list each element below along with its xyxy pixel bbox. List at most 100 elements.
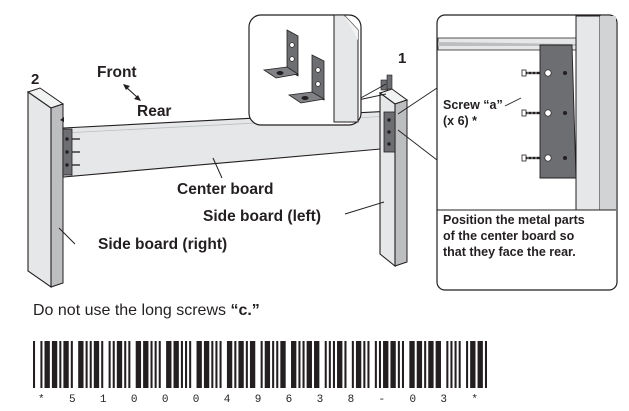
- barcode-bar: [234, 341, 237, 388]
- barcode-bar: [101, 341, 104, 388]
- barcode-bar: [332, 341, 335, 388]
- barcode-bar: [238, 341, 244, 388]
- barcode-bar: [409, 341, 415, 388]
- screw-a-3: [521, 154, 540, 162]
- step-number-2: 2: [31, 71, 39, 88]
- barcode-bar: [203, 341, 210, 388]
- barcode-bar: [302, 341, 305, 388]
- instruction-line-3: that they face the rear.: [443, 245, 576, 259]
- barcode-bar: [458, 341, 461, 388]
- barcode-bar: [128, 341, 131, 388]
- barcode-bar: [401, 341, 404, 388]
- barcode-bar: [435, 341, 441, 388]
- barcode-bar: [298, 341, 301, 388]
- barcode-bar: [143, 341, 149, 388]
- screw-a-1: [521, 69, 540, 77]
- screw-detail-callout: Screw “a” (x 6) * Position the metal par…: [397, 14, 618, 291]
- barcode-bar: [378, 341, 381, 388]
- barcode-bar: [390, 341, 396, 388]
- side-board-right-label: Side board (right): [98, 236, 227, 253]
- bracket-detail-callout: [248, 14, 387, 126]
- barcode-bar: [363, 341, 366, 388]
- barcode-bar: [428, 341, 434, 388]
- barcode-bar: [40, 341, 43, 388]
- left-end-brackets: [60, 117, 80, 176]
- barcode-bar: [93, 341, 100, 388]
- long-screw-warning: Do not use the long screws “c.”: [33, 302, 260, 320]
- barcode-bar: [344, 341, 347, 388]
- barcode-bar: [328, 341, 331, 388]
- barcode-bar: [44, 341, 50, 388]
- barcode-bar: [424, 341, 427, 388]
- barcode-bar: [470, 341, 476, 388]
- screw-a-2: [521, 109, 540, 117]
- barcode-bar: [63, 341, 69, 388]
- barcode-bar: [260, 341, 263, 388]
- rear-label: Rear: [137, 103, 171, 120]
- barcode-bar: [150, 341, 153, 388]
- barcode-bar: [219, 341, 222, 388]
- note-emphasis: “c.”: [230, 302, 260, 319]
- barcode-bar: [173, 341, 179, 388]
- barcode-bar: [211, 341, 214, 388]
- barcode-bar: [85, 341, 88, 388]
- barcode-bar: [185, 341, 188, 388]
- barcode-bar: [272, 341, 275, 388]
- barcode-bar: [324, 341, 327, 388]
- barcode-bar: [154, 341, 157, 388]
- barcode-bar: [249, 341, 256, 388]
- barcode: [33, 341, 487, 388]
- barcode-bar: [355, 341, 362, 388]
- instruction-line-1: Position the metal parts: [443, 213, 585, 227]
- barcode-bar: [276, 341, 279, 388]
- barcode-bar: [33, 341, 36, 388]
- barcode-bar: [89, 341, 92, 388]
- barcode-bar: [450, 341, 453, 388]
- barcode-bar: [314, 341, 320, 388]
- barcode-bar: [70, 341, 73, 388]
- barcode-bar: [367, 341, 370, 388]
- barcode-bar: [215, 341, 218, 388]
- barcode-bar: [158, 341, 161, 388]
- center-board-label: Center board: [177, 181, 273, 198]
- instruction-line-2: of the center board so: [443, 229, 575, 243]
- direction-arrow-icon: [123, 84, 141, 101]
- front-label: Front: [97, 64, 137, 81]
- barcode-bar: [226, 341, 233, 388]
- barcode-bar: [196, 341, 202, 388]
- barcode-bar: [466, 341, 469, 388]
- barcode-bar: [337, 341, 343, 388]
- barcode-bar: [397, 341, 400, 388]
- barcode-bar: [166, 341, 172, 388]
- barcode-bar: [446, 341, 449, 388]
- barcode-bar: [78, 341, 84, 388]
- barcode-digits: * 5 1 0 0 0 4 9 6 3 8 - 0 3 *: [38, 394, 478, 406]
- barcode-bar: [383, 341, 389, 388]
- note-text: Do not use the long screws: [33, 302, 231, 319]
- barcode-bar: [484, 341, 487, 388]
- barcode-bar: [124, 341, 127, 388]
- barcode-bar: [112, 341, 115, 388]
- barcode-bar: [59, 341, 62, 388]
- barcode-bar: [51, 341, 58, 388]
- barcode-bar: [291, 341, 297, 388]
- barcode-bar: [416, 341, 423, 388]
- side-board-left-label: Side board (left): [203, 208, 321, 225]
- barcode-bar: [180, 341, 183, 388]
- barcode-bar: [477, 341, 483, 388]
- barcode-bar: [374, 341, 377, 388]
- barcode-bar: [116, 341, 123, 388]
- barcode-bar: [108, 341, 111, 388]
- barcode-bar: [135, 341, 142, 388]
- barcode-bar: [264, 341, 271, 388]
- barcode-bar: [245, 341, 248, 388]
- screw-count-label: (x 6) *: [443, 114, 477, 128]
- barcode-bar: [280, 341, 286, 388]
- barcode-bar: [189, 341, 192, 388]
- barcode-bar: [306, 341, 312, 388]
- barcode-bar: [351, 341, 354, 388]
- screw-label: Screw “a”: [443, 98, 503, 112]
- barcode-bar: [454, 341, 457, 388]
- step-number-1: 1: [398, 50, 406, 67]
